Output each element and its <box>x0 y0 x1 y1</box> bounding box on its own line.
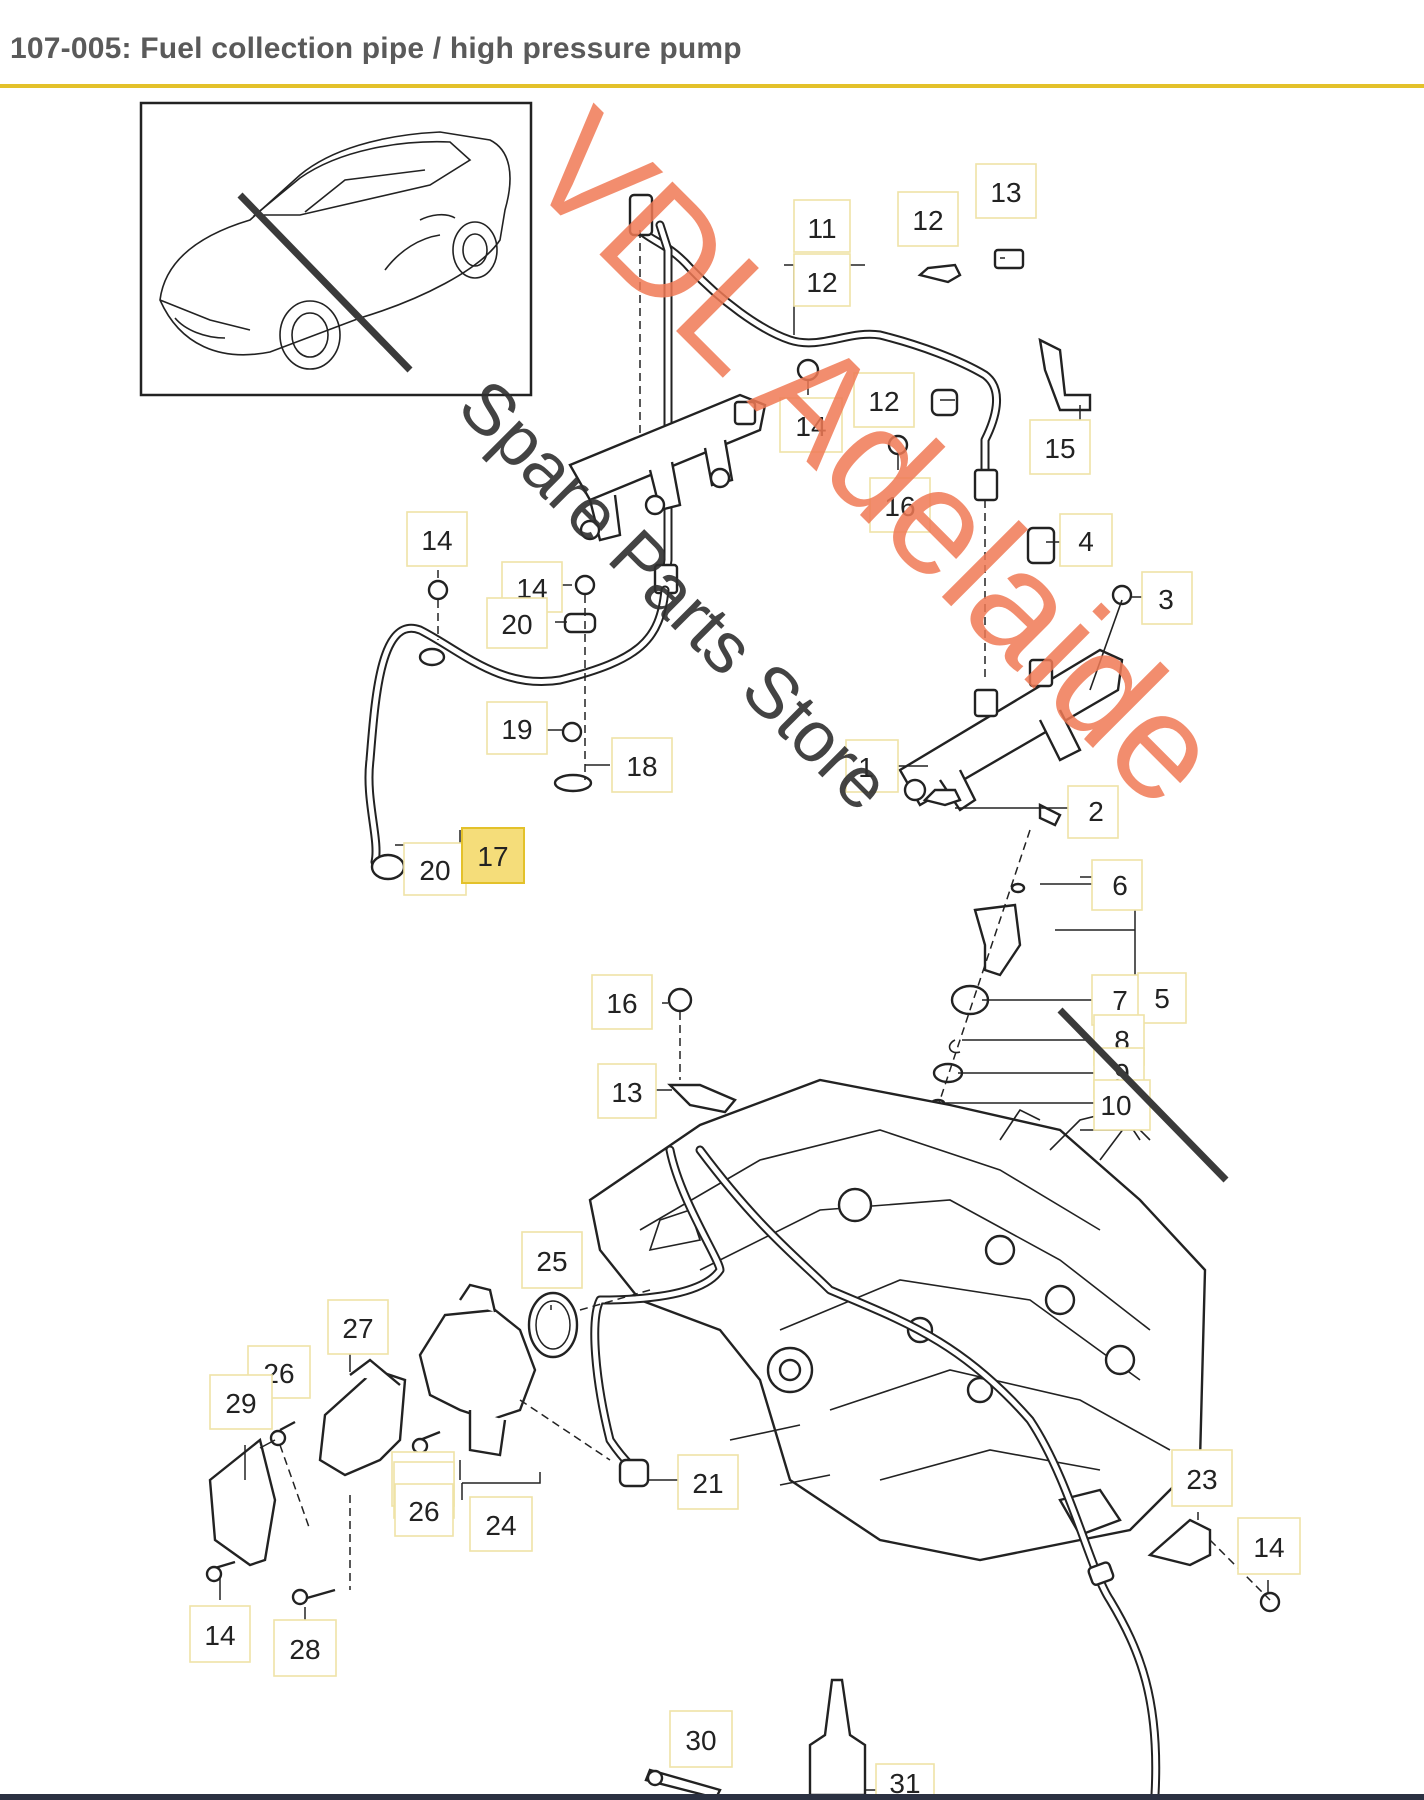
part-label[interactable]: 23 <box>1171 1449 1233 1507</box>
svg-text:3: 3 <box>1158 584 1174 615</box>
svg-text:7: 7 <box>1112 985 1128 1016</box>
part-label[interactable]: 26 <box>394 1483 454 1537</box>
svg-text:12: 12 <box>806 267 837 298</box>
svg-text:24: 24 <box>485 1510 516 1541</box>
part-label[interactable]: 14 <box>1237 1517 1301 1575</box>
svg-text:4: 4 <box>1078 526 1094 557</box>
part-label[interactable]: 29 <box>209 1374 273 1430</box>
part-label[interactable]: 5 <box>1137 972 1187 1024</box>
part-label[interactable]: 20 <box>403 842 467 896</box>
fuel-pipe-21 <box>590 1145 725 1488</box>
part-label[interactable]: 16 <box>591 974 653 1030</box>
svg-text:20: 20 <box>419 855 450 886</box>
part-label[interactable]: 28 <box>273 1619 337 1677</box>
small-hardware <box>427 248 1133 1114</box>
svg-text:13: 13 <box>990 177 1021 208</box>
watermark-stroke-left <box>237 192 413 373</box>
part-label[interactable]: 14 <box>406 511 468 567</box>
svg-text:21: 21 <box>692 1468 723 1499</box>
part-label[interactable]: 12 <box>853 372 915 428</box>
part-label[interactable]: 20 <box>486 597 548 649</box>
svg-text:20: 20 <box>501 609 532 640</box>
callout-labels: 11 12 12 13 12 14 15 16 4 3 14 14 20 19 … <box>189 163 1301 1800</box>
part-label[interactable]: 24 <box>469 1496 533 1552</box>
sealant-bottle-31 <box>808 1678 867 1797</box>
part-label[interactable]: 18 <box>611 737 673 793</box>
svg-text:26: 26 <box>408 1496 439 1527</box>
part-label[interactable]: 21 <box>677 1454 739 1510</box>
part-label[interactable]: 14 <box>189 1605 251 1663</box>
svg-text:13: 13 <box>611 1077 642 1108</box>
svg-text:19: 19 <box>501 714 532 745</box>
svg-text:16: 16 <box>884 491 915 522</box>
svg-text:27: 27 <box>342 1313 373 1344</box>
svg-text:23: 23 <box>1186 1464 1217 1495</box>
svg-text:28: 28 <box>289 1634 320 1665</box>
page-header: 107-005: Fuel collection pipe / high pre… <box>0 0 1424 88</box>
svg-text:14: 14 <box>795 411 826 442</box>
bottom-bar <box>0 1794 1424 1800</box>
part-label[interactable]: 19 <box>486 701 548 755</box>
part-label[interactable]: 1 <box>845 739 899 793</box>
fuel-pipe-upper <box>628 193 1002 680</box>
svg-text:17: 17 <box>477 841 508 872</box>
part-label[interactable]: 3 <box>1141 571 1193 625</box>
svg-text:2: 2 <box>1088 796 1104 827</box>
studs <box>729 1424 831 1486</box>
svg-text:30: 30 <box>685 1725 716 1756</box>
part-label-highlighted[interactable]: 17 <box>461 827 525 884</box>
fuel-rail-left <box>568 393 767 542</box>
svg-text:25: 25 <box>536 1246 567 1277</box>
fuel-rail-right <box>898 648 1124 812</box>
svg-text:14: 14 <box>421 525 452 556</box>
svg-text:5: 5 <box>1154 983 1170 1014</box>
svg-text:15: 15 <box>1044 433 1075 464</box>
page-title: 107-005: Fuel collection pipe / high pre… <box>10 32 742 65</box>
injector-assembly <box>929 803 1062 1131</box>
svg-text:14: 14 <box>204 1620 235 1651</box>
part-label[interactable]: 30 <box>669 1710 733 1768</box>
part-label[interactable]: 15 <box>1029 419 1091 475</box>
part-label[interactable]: 2 <box>1067 785 1119 839</box>
part-label[interactable]: 13 <box>975 163 1037 219</box>
car-illustration <box>159 131 511 370</box>
part-label[interactable]: 12 <box>793 253 851 307</box>
part-label[interactable]: 27 <box>327 1299 389 1355</box>
part-label[interactable]: 10 <box>1093 1079 1151 1131</box>
svg-text:18: 18 <box>626 751 657 782</box>
svg-text:16: 16 <box>606 988 637 1019</box>
high-pressure-pump <box>205 1283 651 1606</box>
part-label[interactable]: 11 <box>793 199 851 253</box>
title-divider <box>0 84 1424 88</box>
watermark-stroke-right <box>1057 1007 1229 1183</box>
svg-text:14: 14 <box>1253 1532 1284 1563</box>
part-label[interactable]: 13 <box>597 1063 657 1119</box>
part-label[interactable]: 6 <box>1091 859 1143 911</box>
svg-text:29: 29 <box>225 1388 256 1419</box>
svg-text:11: 11 <box>807 213 836 244</box>
part-label[interactable]: 16 <box>869 477 931 533</box>
part-label[interactable]: 12 <box>897 191 959 247</box>
svg-text:10: 10 <box>1100 1090 1131 1121</box>
svg-text:6: 6 <box>1112 870 1128 901</box>
svg-text:1: 1 <box>858 752 874 783</box>
svg-text:12: 12 <box>912 205 943 236</box>
fuel-pipe-17 <box>364 585 670 881</box>
vehicle-inset <box>139 101 533 397</box>
svg-text:31: 31 <box>889 1768 920 1799</box>
svg-text:12: 12 <box>868 386 899 417</box>
part-label[interactable]: 14 <box>779 397 843 453</box>
part-label[interactable]: 4 <box>1059 513 1113 567</box>
return-pipe <box>695 1145 1161 1800</box>
part-label[interactable]: 25 <box>521 1231 583 1289</box>
